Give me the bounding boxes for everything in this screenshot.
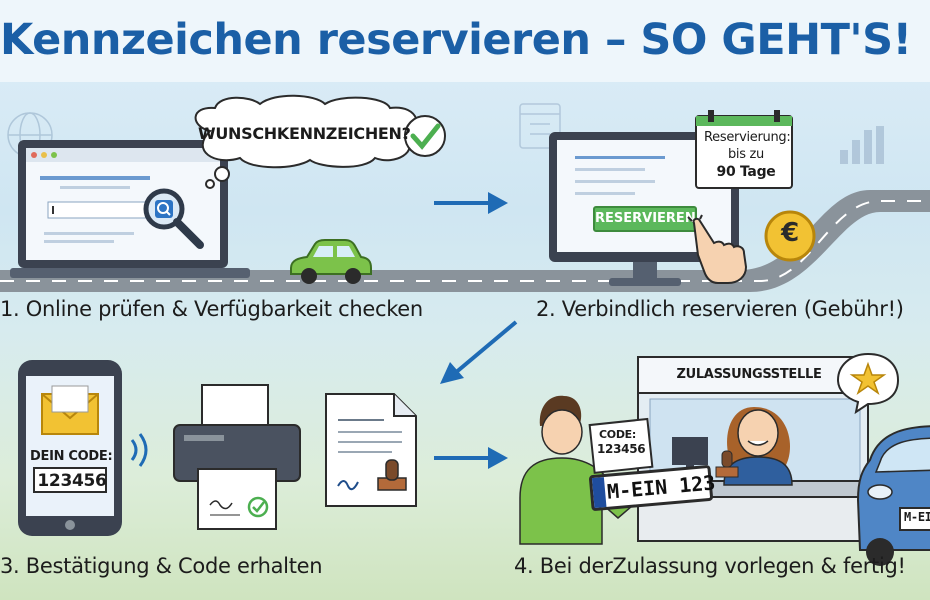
step-2-label: 2. Verbindlich reservieren (Gebühr!) <box>536 297 904 321</box>
code-value: 123456 <box>37 471 107 491</box>
office-counter-illustration <box>637 356 879 542</box>
euro-symbol: € <box>781 218 799 248</box>
eu-strip <box>591 477 607 508</box>
card-code-value: 123456 <box>597 442 646 456</box>
reservieren-button[interactable]: RESERVIEREN <box>593 206 697 232</box>
arrow-right-icon-2 <box>434 447 508 469</box>
note-line-2: bis zu <box>727 147 765 162</box>
signal-waves-icon <box>130 433 148 467</box>
card-code-label: CODE: <box>599 428 636 441</box>
step-4-label: 4. Bei derZulassung vorlegen & fertig! <box>514 554 906 578</box>
laptop-illustration <box>10 140 250 278</box>
plate-text: M-EIN 123 <box>606 470 717 504</box>
euro-coin-icon <box>764 210 816 262</box>
green-car-icon <box>290 239 372 284</box>
printer-illustration <box>173 384 301 530</box>
step-1-label: 1. Online prüfen & Verfügbarkeit checken <box>0 297 423 321</box>
office-sign: ZULASSUNGSSTELLE <box>676 367 822 382</box>
code-card <box>588 417 654 474</box>
step-3-label: 3. Bestätigung & Code erhalten <box>0 554 323 578</box>
note-line-3: 90 Tage <box>716 164 776 180</box>
star-bubble-icon <box>836 352 900 415</box>
arrow-diagonal-icon <box>440 320 518 384</box>
phone-illustration <box>18 360 122 536</box>
magnifier-icon <box>143 188 204 249</box>
reservation-note <box>695 110 793 189</box>
pointing-hand-icon <box>687 214 748 284</box>
note-line-1: Reservierung: <box>704 130 791 145</box>
car-plate-text: M-EI <box>904 510 930 524</box>
blue-car-icon <box>856 425 930 566</box>
title-bar: Kennzeichen reservieren – SO GEHT'S! <box>0 0 930 82</box>
thought-bubble <box>194 94 446 189</box>
page-title: Kennzeichen reservieren – SO GEHT'S! <box>0 15 912 65</box>
document-illustration <box>325 393 417 507</box>
code-label: DEIN CODE: <box>30 449 113 464</box>
bubble-text: WUNSCHKENNZEICHEN? <box>198 124 411 143</box>
arrow-right-icon <box>434 192 508 214</box>
